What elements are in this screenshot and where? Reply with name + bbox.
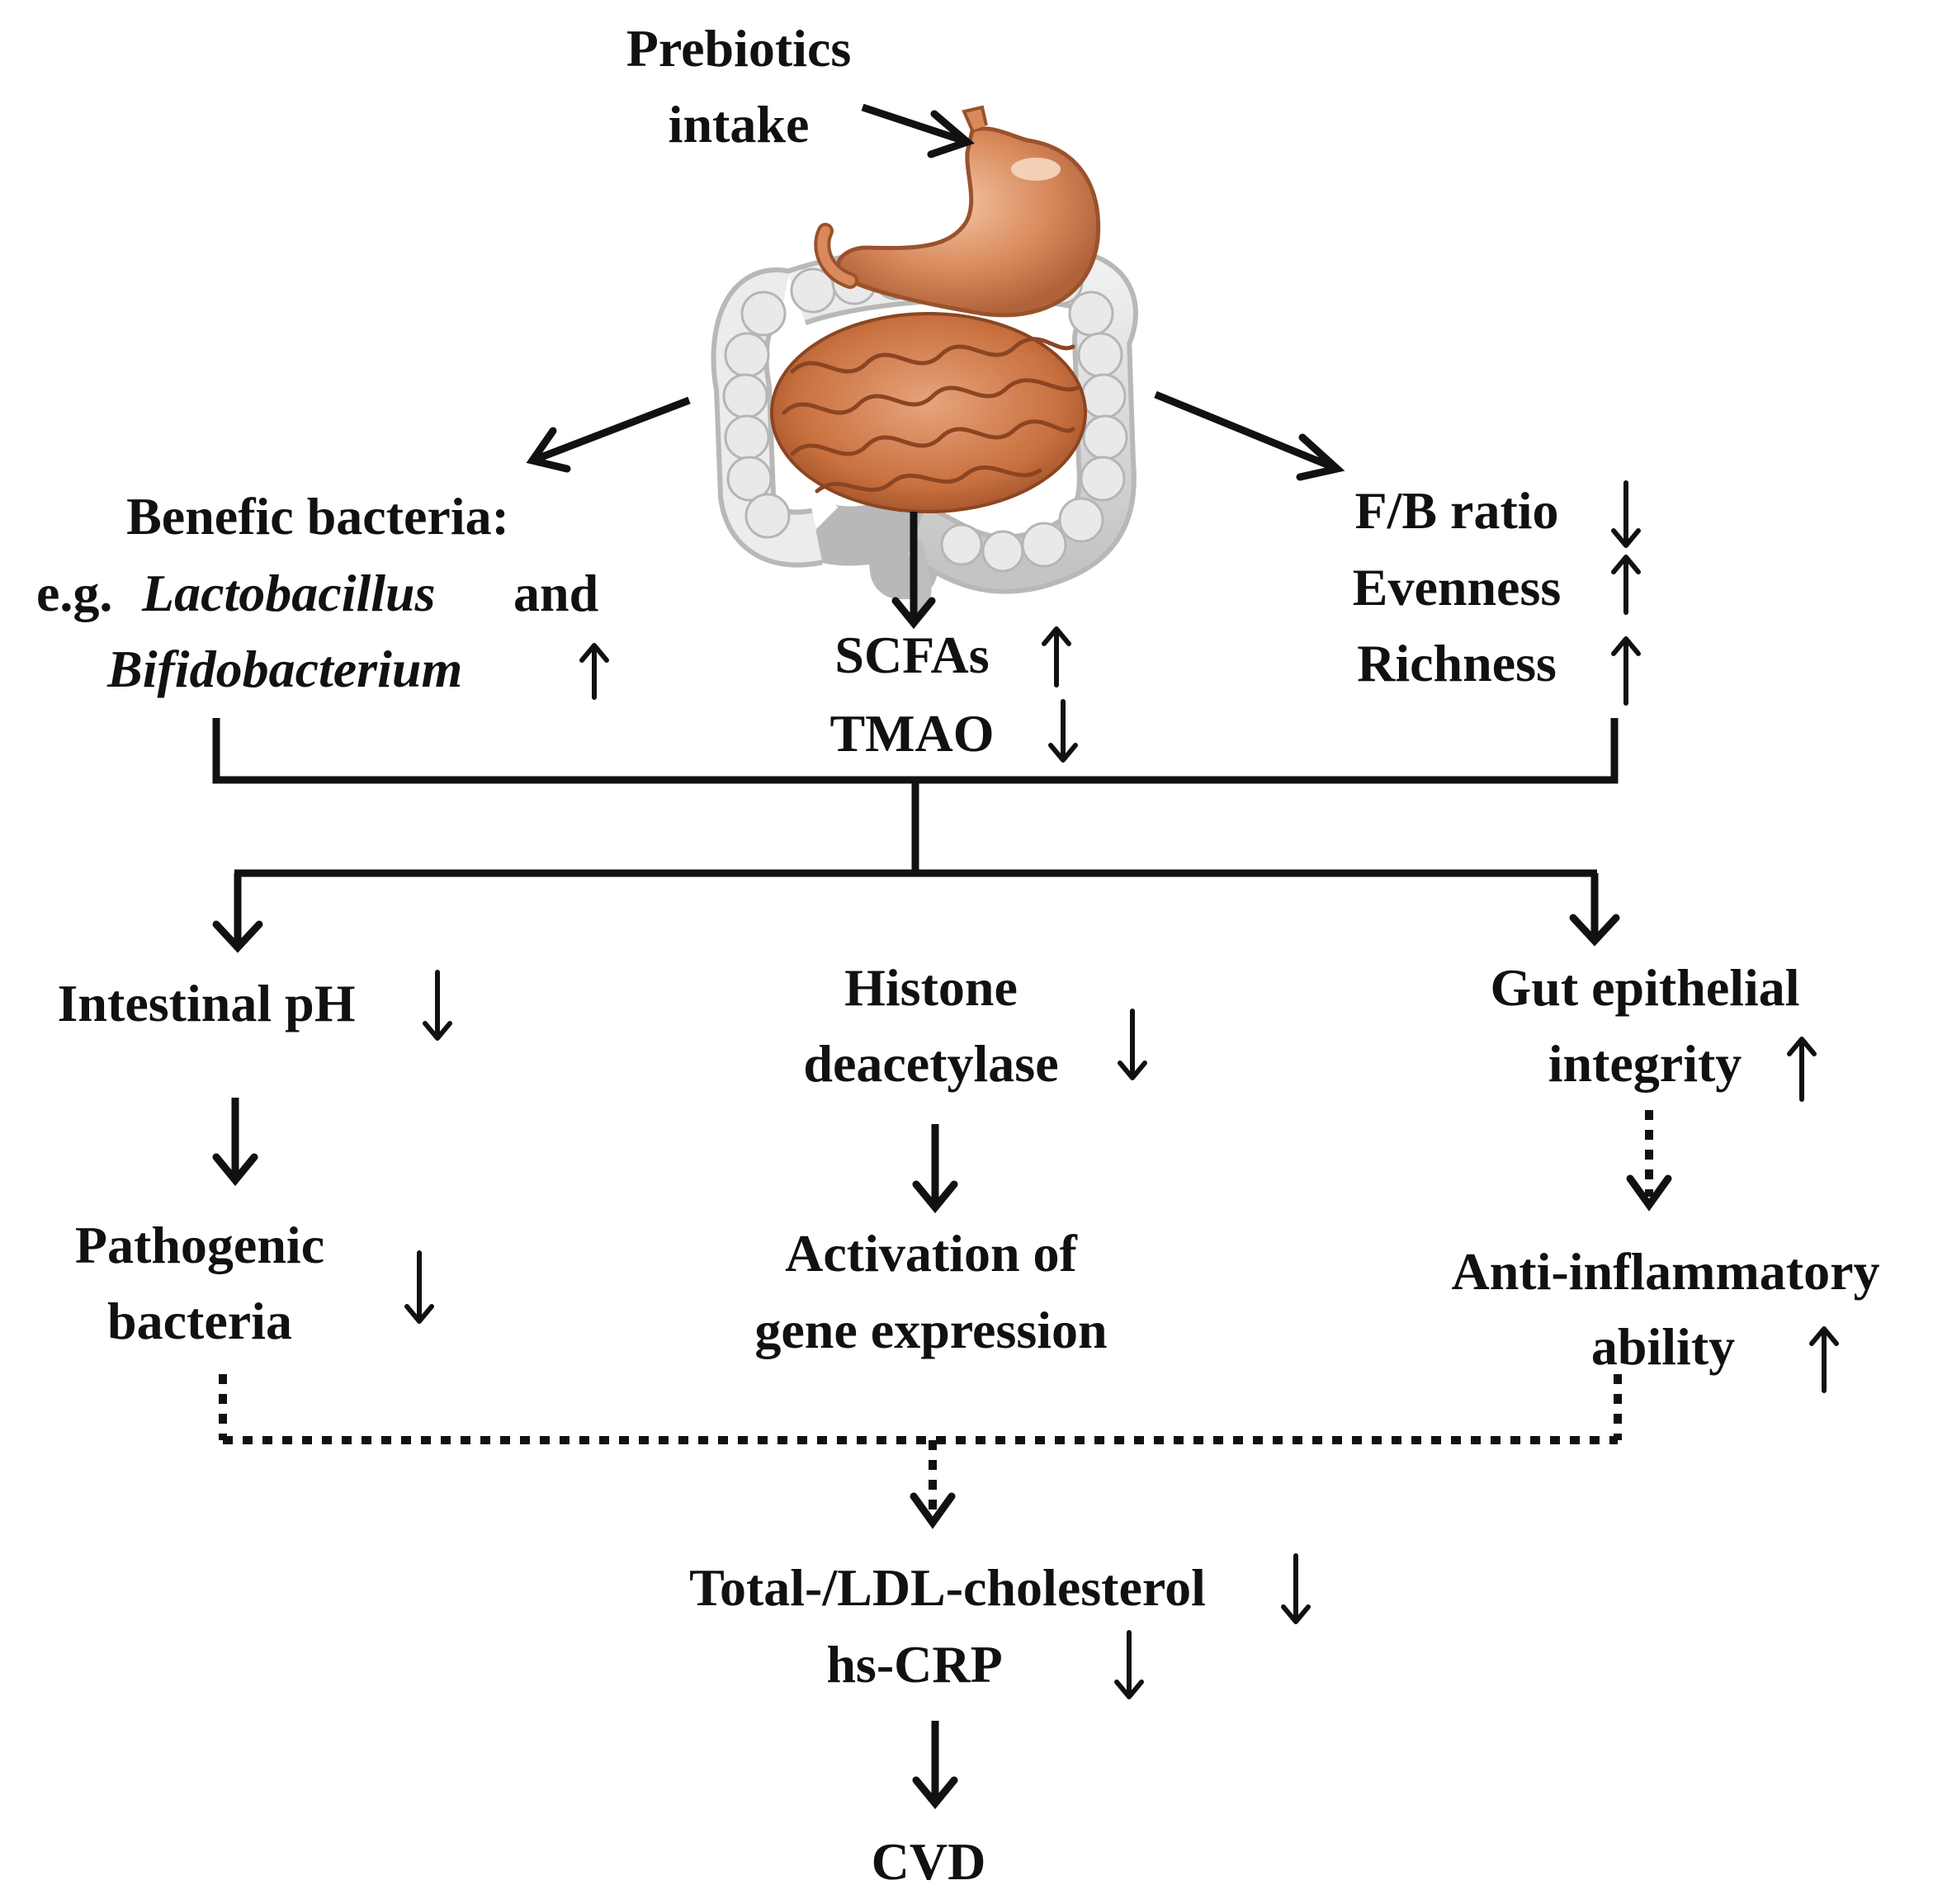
arrow-to-microbiota-metrics xyxy=(1154,390,1345,481)
stomach-illustration xyxy=(814,105,1101,318)
scfas-label: SCFAs xyxy=(834,626,989,684)
arrow-to-benefic-bacteria xyxy=(526,396,691,473)
convergence-bracket xyxy=(212,718,1619,873)
richness-label: Richness xyxy=(1357,634,1557,692)
prebiotics-label-line2: intake xyxy=(669,95,810,154)
anti-inflammatory-label-line2: ability xyxy=(1591,1317,1735,1376)
benefic-bacteria-label: Benefic bacteria: xyxy=(126,487,509,546)
eg-prefix: e.g. xyxy=(36,564,112,622)
benefic-bacteria-up-arrow xyxy=(579,643,609,700)
activation-label-line1: Activation of xyxy=(785,1224,1077,1283)
lactobacillus-label: Lactobacillus xyxy=(141,564,436,622)
intestinal-ph-label: Intestinal pH xyxy=(58,974,356,1032)
dotted-arrow-gut-to-anti xyxy=(1626,1110,1672,1212)
histone-down-arrow xyxy=(1118,1009,1147,1080)
fb-ratio-label: F/B ratio xyxy=(1354,481,1558,540)
activation-label-line2: gene expression xyxy=(754,1301,1107,1359)
anti-inflammatory-label-line1: Anti-inflammatory xyxy=(1451,1242,1879,1301)
arrow-to-scfas xyxy=(891,512,936,630)
bifidobacterium-label: Bifidobacterium xyxy=(106,640,462,698)
arrow-histone-to-activation xyxy=(912,1124,958,1214)
cholesterol-label: Total-/LDL-cholesterol xyxy=(689,1558,1206,1617)
anti-inflammatory-up-arrow xyxy=(1809,1326,1839,1393)
gut-epithelial-up-arrow xyxy=(1787,1037,1817,1102)
gut-epithelial-label-line2: integrity xyxy=(1548,1034,1742,1093)
cvd-label: CVD xyxy=(872,1832,986,1891)
arrow-ph-to-pathogenic xyxy=(212,1098,258,1187)
digestive-tract-illustration xyxy=(711,105,1138,613)
pathogenic-label-line1: Pathogenic xyxy=(75,1216,324,1274)
arrow-to-cvd xyxy=(912,1721,958,1810)
small-intestine-illustration xyxy=(770,312,1087,513)
pathogenic-down-arrow xyxy=(404,1250,434,1324)
cholesterol-down-arrow xyxy=(1281,1553,1311,1624)
prebiotics-label-line1: Prebiotics xyxy=(626,19,852,78)
and-label: and xyxy=(513,564,598,622)
hscrp-label: hs-CRP xyxy=(826,1635,1002,1694)
evenness-label: Evenness xyxy=(1353,558,1562,617)
histone-label-line2: deacetylase xyxy=(803,1034,1058,1093)
scfas-up-arrow xyxy=(1042,626,1071,687)
evenness-up-arrow xyxy=(1611,555,1641,615)
intestinal-ph-down-arrow xyxy=(423,970,452,1041)
richness-up-arrow xyxy=(1611,636,1641,706)
dotted-convergence-bracket xyxy=(219,1374,1622,1529)
hscrp-down-arrow xyxy=(1114,1630,1144,1699)
pathogenic-label-line2: bacteria xyxy=(107,1292,292,1350)
gut-epithelial-label-line1: Gut epithelial xyxy=(1490,958,1799,1017)
histone-label-line1: Histone xyxy=(844,958,1018,1017)
tmao-down-arrow xyxy=(1048,699,1078,763)
prebiotics-arrow xyxy=(861,103,975,158)
divergence-bar xyxy=(212,869,1620,953)
fb-ratio-down-arrow xyxy=(1611,480,1641,548)
tmao-label: TMAO xyxy=(829,704,994,763)
